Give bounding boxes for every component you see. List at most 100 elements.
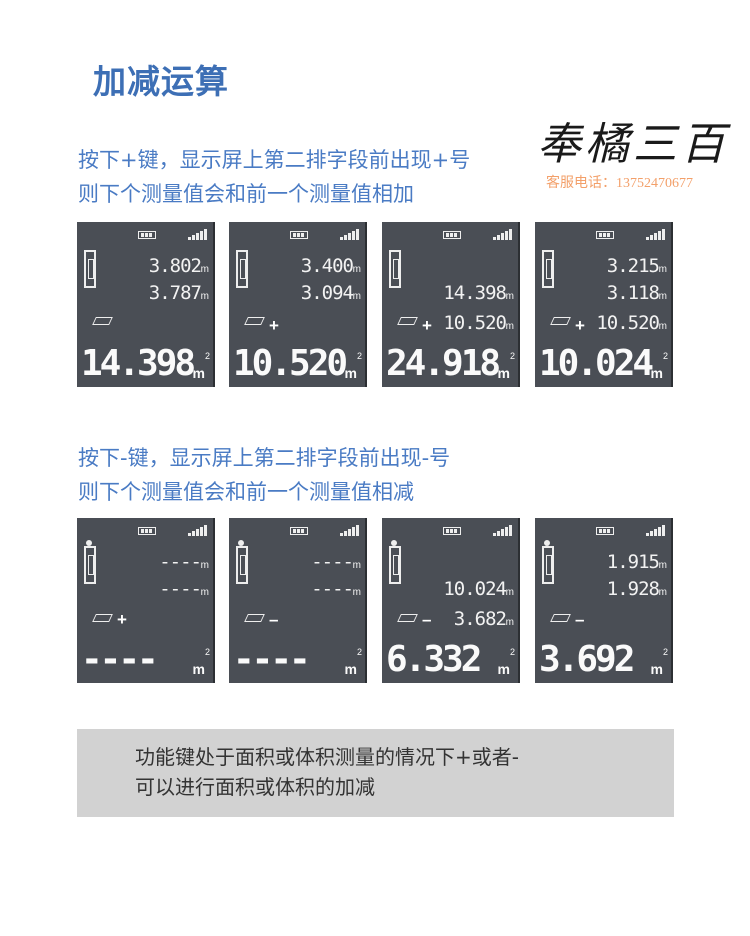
square-superscript: 2: [662, 351, 668, 361]
area-mode-icon: [244, 317, 265, 325]
laser-point-icon: [391, 540, 397, 546]
area-mode-icon: [92, 317, 113, 325]
reading-line-3: 10.520: [596, 312, 660, 334]
battery-icon: [290, 527, 308, 535]
main-reading: ----: [233, 639, 311, 680]
operator-sign: –: [575, 610, 585, 629]
page-title: 加减运算: [93, 62, 229, 101]
note-line2: 可以进行面积或体积的加减: [135, 775, 375, 799]
main-unit: m: [192, 661, 205, 677]
operator-sign: –: [269, 610, 279, 629]
unit-label: m: [505, 291, 514, 302]
signal-icon: [493, 525, 513, 536]
unit-label: m: [505, 587, 514, 598]
main-reading: 10.024: [539, 343, 654, 384]
sub-desc-line1: 按下-键，显示屏上第二排字段前出现-号: [78, 446, 451, 470]
unit-label: m: [200, 587, 209, 598]
square-superscript: 2: [204, 647, 210, 657]
reading-line-2: 3.094: [300, 282, 354, 304]
unit-label: m: [658, 291, 667, 302]
unit-label: m: [352, 560, 361, 571]
area-mode-icon: [397, 614, 418, 622]
signal-icon: [646, 525, 666, 536]
laser-point-icon: [544, 540, 550, 546]
laser-point-icon: [86, 540, 92, 546]
note-box: 功能键处于面积或体积测量的情况下+或者- 可以进行面积或体积的加减: [77, 729, 674, 817]
main-unit: m: [497, 661, 510, 677]
laser-point-icon: [238, 540, 244, 546]
main-unit: m: [344, 661, 357, 677]
signal-icon: [493, 229, 513, 240]
reading-line-2: ----: [311, 578, 354, 600]
unit-label: m: [505, 617, 514, 628]
unit-label: m: [200, 264, 209, 275]
area-mode-icon: [92, 614, 113, 622]
signal-icon: [188, 525, 208, 536]
unit-label: m: [352, 291, 361, 302]
signal-icon: [340, 229, 360, 240]
reading-line-2: 10.024: [443, 578, 507, 600]
device-icon: [236, 546, 248, 584]
reading-line-2: 14.398: [443, 282, 507, 304]
battery-icon: [596, 527, 614, 535]
device-icon: [542, 250, 554, 288]
battery-icon: [138, 527, 156, 535]
reading-line-1: 3.215: [606, 255, 660, 277]
main-reading: ----: [81, 639, 159, 680]
main-unit: m: [344, 365, 357, 381]
add-description: 按下+键，显示屏上第二排字段前出现+号 则下个测量值会和前一个测量值相加: [78, 143, 470, 211]
area-mode-icon: [550, 317, 571, 325]
reading-line-1: ----: [311, 551, 354, 573]
signal-icon: [188, 229, 208, 240]
main-unit: m: [650, 365, 663, 381]
operator-sign: +: [117, 610, 127, 629]
reading-line-2: ----: [159, 578, 202, 600]
phone-watermark: 客服电话：13752470677: [546, 176, 693, 191]
reading-line-1: 3.400: [300, 255, 354, 277]
operator-sign: –: [422, 610, 432, 629]
add-desc-line1: 按下+键，显示屏上第二排字段前出现+号: [78, 148, 471, 172]
operator-sign: +: [575, 316, 585, 335]
device-icon: [84, 546, 96, 584]
main-reading: 10.520: [233, 343, 348, 384]
battery-icon: [443, 527, 461, 535]
unit-label: m: [658, 560, 667, 571]
signal-icon: [646, 229, 666, 240]
area-mode-icon: [244, 614, 265, 622]
square-superscript: 2: [204, 351, 210, 361]
operator-sign: +: [422, 316, 432, 335]
device-icon: [84, 250, 96, 288]
unit-label: m: [200, 560, 209, 571]
signal-icon: [340, 525, 360, 536]
reading-line-2: 3.787: [148, 282, 202, 304]
operator-sign: +: [269, 316, 279, 335]
battery-icon: [596, 231, 614, 239]
unit-label: m: [658, 321, 667, 332]
sub-description: 按下-键，显示屏上第二排字段前出现-号 则下个测量值会和前一个测量值相减: [78, 441, 450, 509]
main-reading: 6.332: [386, 639, 482, 680]
square-superscript: 2: [662, 647, 668, 657]
add-desc-line2: 则下个测量值会和前一个测量值相加: [78, 182, 414, 206]
square-superscript: 2: [509, 351, 515, 361]
battery-icon: [443, 231, 461, 239]
battery-icon: [138, 231, 156, 239]
battery-icon: [290, 231, 308, 239]
unit-label: m: [200, 291, 209, 302]
reading-line-3: 10.520: [443, 312, 507, 334]
reading-line-1: 3.802: [148, 255, 202, 277]
reading-line-1: ----: [159, 551, 202, 573]
reading-line-1: 1.915: [606, 551, 660, 573]
unit-label: m: [658, 587, 667, 598]
area-mode-icon: [397, 317, 418, 325]
square-superscript: 2: [356, 647, 362, 657]
device-icon: [542, 546, 554, 584]
unit-label: m: [352, 264, 361, 275]
device-icon: [389, 250, 401, 288]
